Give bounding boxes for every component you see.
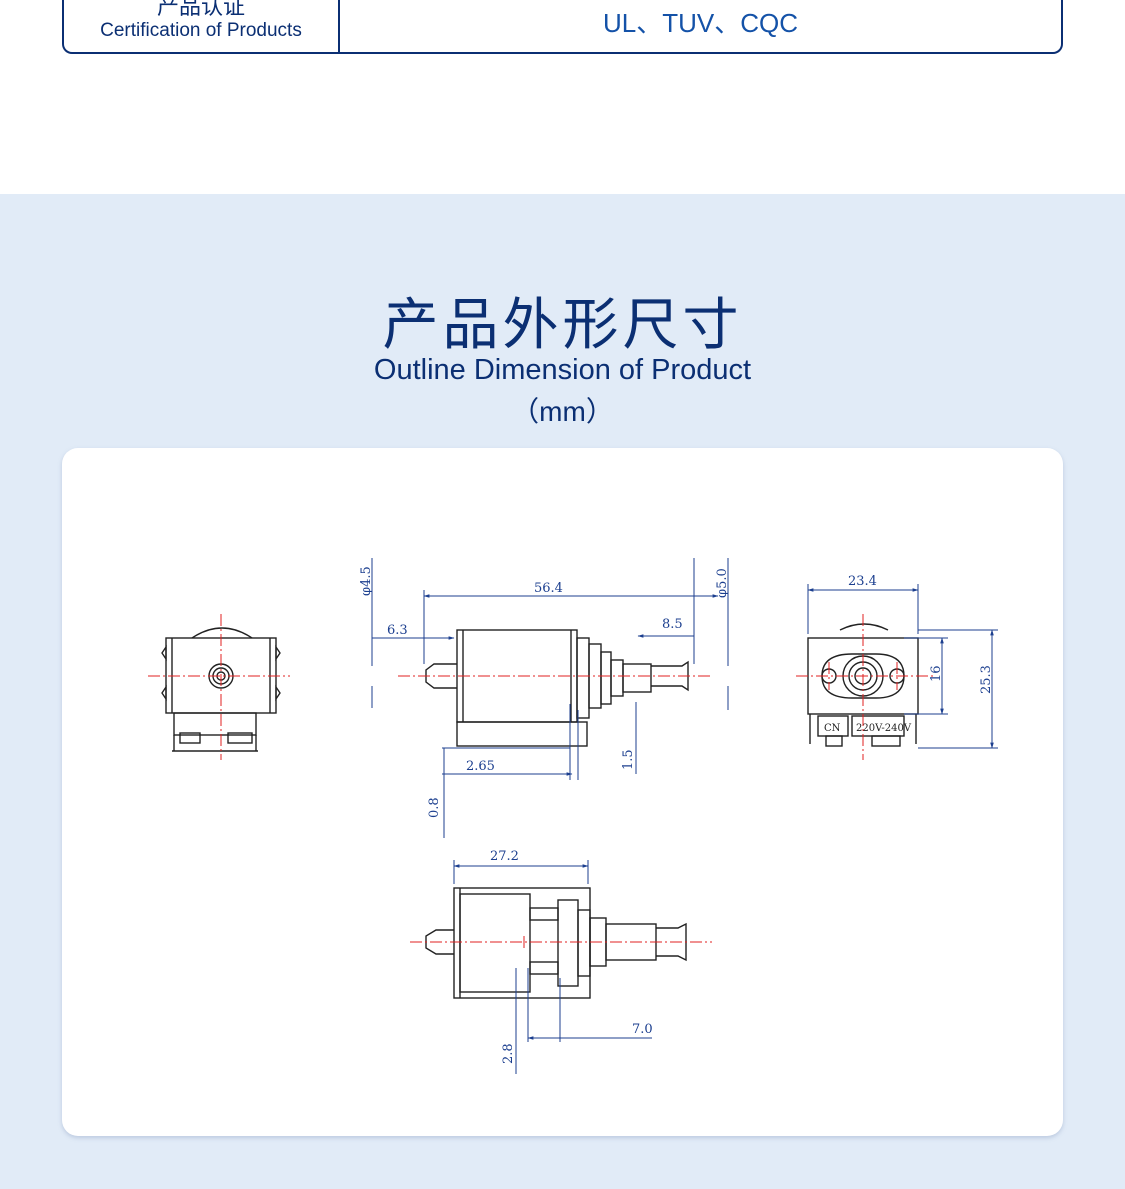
dim-2-8: 2.8: [501, 1043, 516, 1064]
dim-25-3: 25.3: [979, 665, 994, 694]
section-title-en: Outline Dimension of Product: [373, 354, 752, 386]
label-voltage: 220V-240V: [856, 723, 912, 734]
dim-27-2: 27.2: [490, 849, 519, 864]
outline-dimension-section: 产品外形尺寸 Outline Dimension of Product （mm）: [0, 194, 1125, 1189]
dim-56-4: 56.4: [534, 581, 563, 596]
dimension-lines-side: [371, 558, 729, 838]
side-view: [425, 629, 689, 747]
dim-8-5: 8.5: [662, 617, 683, 632]
certification-label-cn: 产品认证: [156, 0, 245, 20]
section-title-cn: 产品外形尺寸: [382, 293, 743, 358]
centerline-left: [148, 614, 290, 760]
certification-label-cell: 产品认证 Certification of Products: [64, 0, 340, 52]
label-cn: CN: [824, 723, 841, 734]
dim-1-5: 1.5: [621, 749, 636, 770]
dim-6-3: 6.3: [387, 623, 408, 638]
certification-value: UL、TUV、CQC: [602, 8, 798, 38]
drawing-card: CN 220V-240V: [62, 448, 1063, 1136]
dimension-lines-top: [453, 860, 652, 1074]
dim-0-8: 0.8: [427, 797, 442, 818]
certification-table: 产品认证 Certification of Products UL、TUV、CQ…: [62, 0, 1063, 54]
centerline-right: [796, 614, 934, 760]
centerline-top: [410, 936, 712, 948]
dim-phi-5-0: φ5.0: [715, 568, 730, 598]
technical-drawing: CN 220V-240V: [148, 558, 998, 1074]
dimension-lines-right: [807, 584, 998, 749]
dim-23-4: 23.4: [848, 574, 877, 589]
section-unit: （mm）: [511, 396, 614, 427]
certification-label-en: Certification of Products: [100, 20, 302, 41]
dim-16: 16: [929, 665, 944, 682]
top-view: [425, 887, 687, 999]
dim-7-0: 7.0: [632, 1022, 653, 1037]
dim-phi-4-5: φ4.5: [359, 566, 374, 596]
dim-2-65: 2.65: [466, 759, 495, 774]
